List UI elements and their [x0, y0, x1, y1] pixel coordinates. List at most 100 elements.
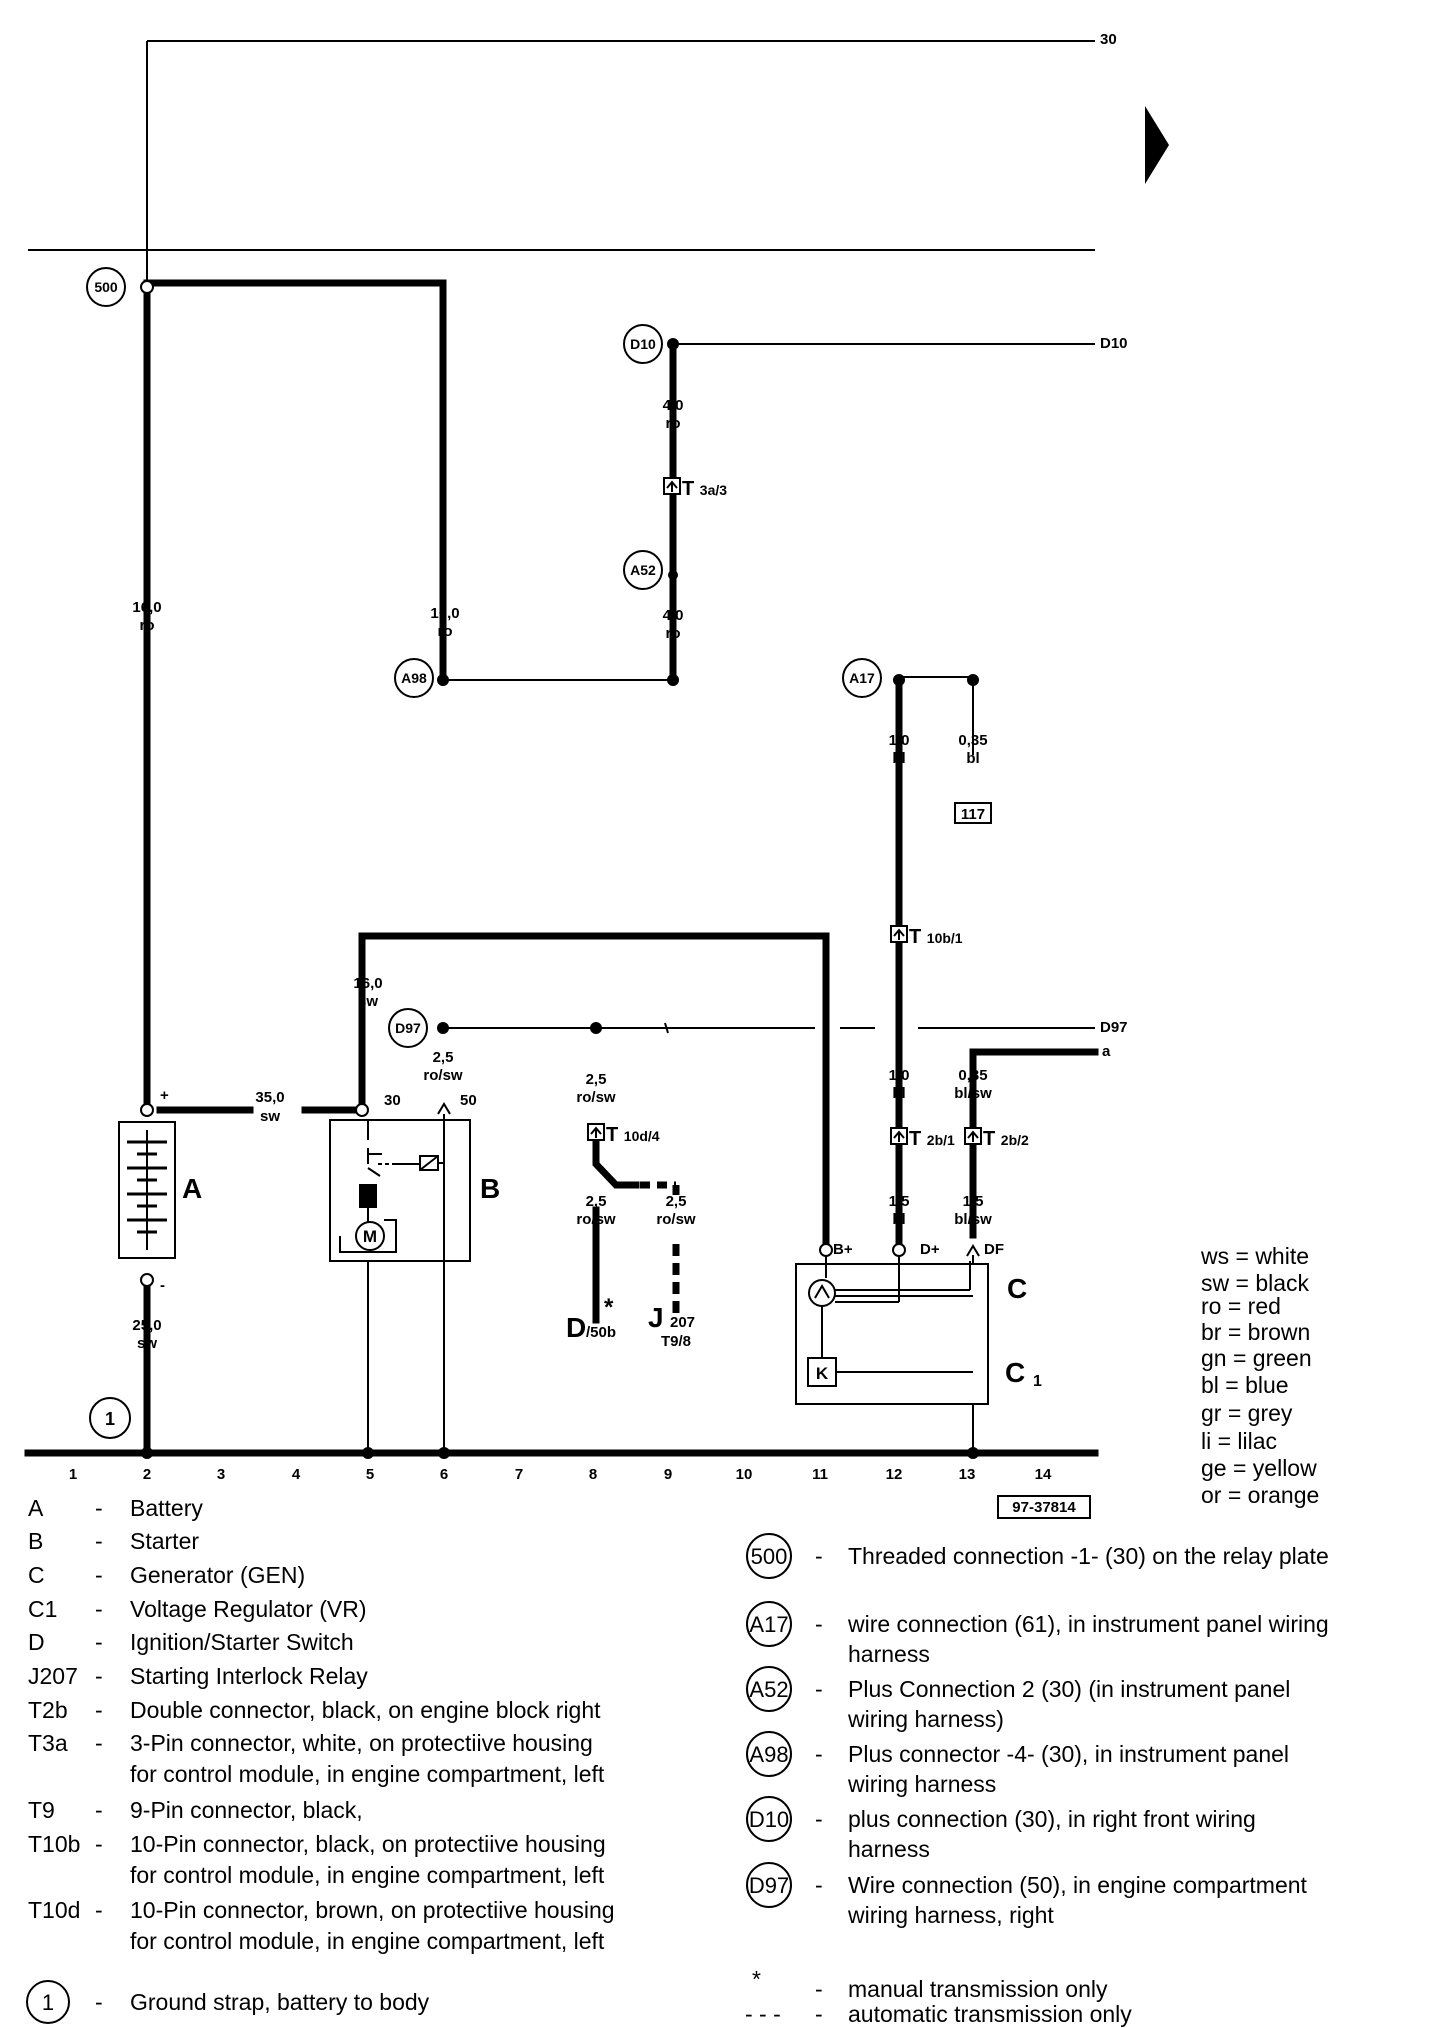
legend-text: Plus Connection 2 (30) (in instrument pa… — [848, 1676, 1290, 1702]
manual-star: * — [604, 1294, 614, 1321]
legend-conn-code: A52 — [749, 1677, 788, 1702]
legend-code: T10d — [28, 1897, 80, 1923]
legend-text: for control module, in engine compartmen… — [130, 1928, 605, 1954]
terminal-30: 30 — [1100, 31, 1117, 48]
wire-color: ro/sw — [576, 1211, 616, 1228]
wire-size: 16,0 — [353, 975, 382, 992]
legend-dash: - — [95, 1663, 103, 1689]
legend-code: B — [28, 1528, 43, 1554]
legend-dash: - — [95, 1495, 103, 1521]
legend-code: T9 — [28, 1797, 55, 1823]
connector-icon — [890, 1127, 908, 1145]
color-gr: gr = grey — [1201, 1400, 1293, 1426]
connector-subscript: 2b/1 — [927, 1132, 955, 1148]
wire-size: 0,35 — [958, 1067, 987, 1084]
track-number: 9 — [664, 1466, 672, 1483]
legend-conn-code: A98 — [749, 1742, 788, 1767]
legend-dash: - — [95, 1629, 103, 1655]
wire-color: ro — [666, 415, 681, 432]
legend-text: for control module, in engine compartmen… — [130, 1761, 605, 1787]
legend-text: harness — [848, 1836, 930, 1862]
component-b: B — [480, 1173, 500, 1204]
wire-color: ro — [140, 617, 155, 634]
wire-size: 1,0 — [889, 732, 910, 749]
pin-plus: + — [160, 1087, 169, 1104]
pin-minus: - — [160, 1277, 165, 1294]
legend-code: C — [28, 1562, 45, 1588]
wire-color: ro/sw — [423, 1067, 463, 1084]
connector-icon — [587, 1123, 605, 1141]
component-legend: A - Battery B - Starter C - Generator (G… — [26, 1495, 615, 2024]
legend-text: wiring harness, right — [847, 1902, 1054, 1928]
connector-t3a3: T 3a/3 — [682, 478, 727, 500]
legend-text: wiring harness — [847, 1771, 996, 1797]
color-bl: bl = blue — [1201, 1372, 1289, 1398]
legend-text: Starter — [130, 1528, 199, 1554]
track-number: 12 — [886, 1466, 903, 1483]
ground-code: 1 — [42, 1990, 54, 2015]
connector-glyphs — [587, 477, 982, 1145]
color-gn: gn = green — [1201, 1345, 1312, 1371]
track-number: 13 — [959, 1466, 976, 1483]
pin-bplus: B+ — [833, 1241, 853, 1258]
legend-code: D — [28, 1629, 45, 1655]
connector-subscript: 10b/1 — [927, 930, 963, 946]
track-number: 3 — [217, 1466, 225, 1483]
legend-dash: - — [95, 1897, 103, 1923]
component-a: A — [182, 1173, 202, 1204]
track-number: 1 — [69, 1466, 77, 1483]
legend-text: Plus connector -4- (30), in instrument p… — [848, 1741, 1289, 1767]
track-number: 4 — [292, 1466, 301, 1483]
connector-icon — [964, 1127, 982, 1145]
starter-symbol: M — [329, 1114, 471, 1263]
legend-text: Starting Interlock Relay — [130, 1663, 368, 1689]
legend-code: T10b — [28, 1831, 80, 1857]
legend-conn-code: 500 — [751, 1544, 788, 1569]
connector-t10b1: T 10b/1 — [909, 926, 963, 948]
connector-subscript: 10d/4 — [624, 1128, 660, 1144]
dashed-wires — [640, 1181, 680, 1320]
connector-icon — [663, 477, 681, 495]
legend-text: Ground strap, battery to body — [130, 1989, 430, 2015]
track-number: 8 — [589, 1466, 597, 1483]
wire-size: 1,5 — [889, 1193, 910, 1210]
wire-size: 2,5 — [433, 1049, 454, 1066]
wire-color: ro — [438, 623, 453, 640]
legend-dash: - — [95, 1831, 103, 1857]
legend-dash: - — [815, 1806, 823, 1832]
wire-color: bl/sw — [954, 1211, 992, 1228]
legend-text: 10-Pin connector, brown, on protectiive … — [130, 1897, 615, 1923]
legend-text: wire connection (61), in instrument pane… — [847, 1611, 1329, 1637]
wire-color: ro/sw — [656, 1211, 696, 1228]
component-labels: A B C C 1 D /50b * J 207 T9/8 — [182, 1173, 1042, 1390]
wire-color: bl — [892, 1085, 905, 1102]
connector-t2b1: T 2b/1 — [909, 1128, 955, 1150]
terminal-d10: D10 — [1100, 335, 1128, 352]
legend-text: Double connector, black, on engine block… — [130, 1697, 601, 1723]
legend-code: T2b — [28, 1697, 68, 1723]
color-li: li = lilac — [1201, 1428, 1277, 1454]
legend-text: harness — [848, 1641, 930, 1667]
arrow-pins — [437, 1102, 980, 1257]
wire-color: ro — [666, 625, 681, 642]
note-text: automatic transmission only — [848, 2001, 1132, 2027]
pin-dplus: D+ — [920, 1241, 940, 1258]
legend-conn-code: D10 — [749, 1807, 789, 1832]
circle-a17: A17 — [849, 670, 875, 686]
legend-code: C1 — [28, 1596, 57, 1622]
component-j-sub: 207 — [670, 1314, 695, 1331]
wire-size: 35,0 — [255, 1089, 284, 1106]
pin-50: 50 — [460, 1092, 477, 1109]
legend-dash: - — [95, 1596, 103, 1622]
legend-text: wiring harness) — [847, 1706, 1004, 1732]
component-j-pin: T9/8 — [661, 1333, 691, 1350]
wire-size: 2,5 — [666, 1193, 687, 1210]
legend-dash: - — [815, 1611, 823, 1637]
wire-color: bl/sw — [954, 1085, 992, 1102]
legend-code: A — [28, 1495, 44, 1521]
legend-text: Threaded connection -1- (30) on the rela… — [848, 1543, 1329, 1569]
connection-circles — [86, 267, 882, 1439]
legend-text: 3-Pin connector, white, on protectiive h… — [130, 1730, 593, 1756]
color-br: br = brown — [1201, 1319, 1310, 1345]
